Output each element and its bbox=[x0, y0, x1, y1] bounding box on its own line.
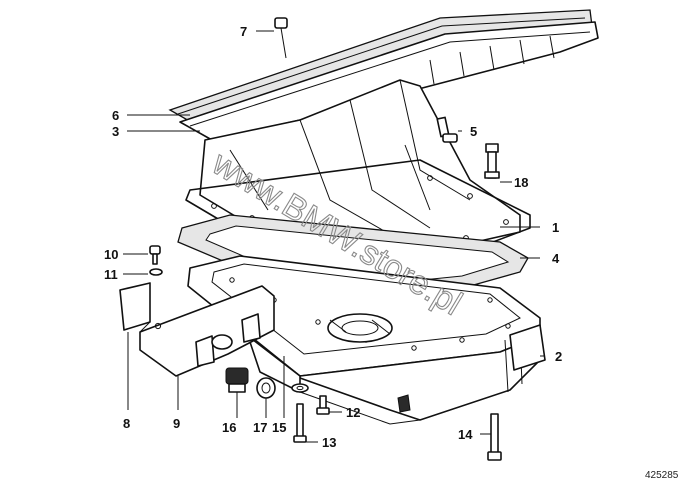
callout-12: 12 bbox=[346, 405, 360, 420]
seal-ring-part-17 bbox=[256, 377, 276, 399]
lower-oil-pan bbox=[187, 255, 546, 425]
callout-17: 17 bbox=[253, 420, 267, 435]
sleeve-part-18 bbox=[484, 143, 500, 179]
callout-7: 7 bbox=[240, 24, 247, 39]
callout-14: 14 bbox=[458, 427, 473, 442]
callout-6: 6 bbox=[112, 108, 119, 123]
callout-1: 1 bbox=[552, 220, 559, 235]
bolt-part-14 bbox=[487, 413, 502, 461]
diagram-reference-number: 425285 bbox=[645, 470, 679, 481]
screw-part-7 bbox=[274, 17, 288, 59]
callout-15: 15 bbox=[272, 420, 286, 435]
leader-lines bbox=[123, 30, 545, 443]
washer-part-11 bbox=[149, 268, 163, 276]
screw-part-13 bbox=[293, 403, 307, 443]
callout-13: 13 bbox=[322, 435, 336, 450]
callout-2: 2 bbox=[555, 349, 562, 364]
callout-10: 10 bbox=[104, 247, 118, 262]
bolt-part-5 bbox=[436, 116, 458, 143]
callout-labels: 7 6 3 5 18 1 4 2 10 11 8 9 16 17 15 12 1… bbox=[104, 24, 562, 450]
washer-part-15 bbox=[291, 383, 309, 393]
screw-part-10 bbox=[149, 245, 161, 265]
callout-5: 5 bbox=[470, 124, 477, 139]
callout-18: 18 bbox=[514, 175, 528, 190]
callout-11: 11 bbox=[104, 267, 118, 282]
callout-3: 3 bbox=[112, 124, 119, 139]
callout-4: 4 bbox=[552, 251, 560, 266]
heat-shield-plate bbox=[119, 282, 275, 377]
callout-9: 9 bbox=[173, 416, 180, 431]
screw-part-12 bbox=[316, 395, 330, 415]
callout-16: 16 bbox=[222, 420, 236, 435]
callout-8: 8 bbox=[123, 416, 130, 431]
drain-plug-part-16 bbox=[225, 367, 249, 393]
